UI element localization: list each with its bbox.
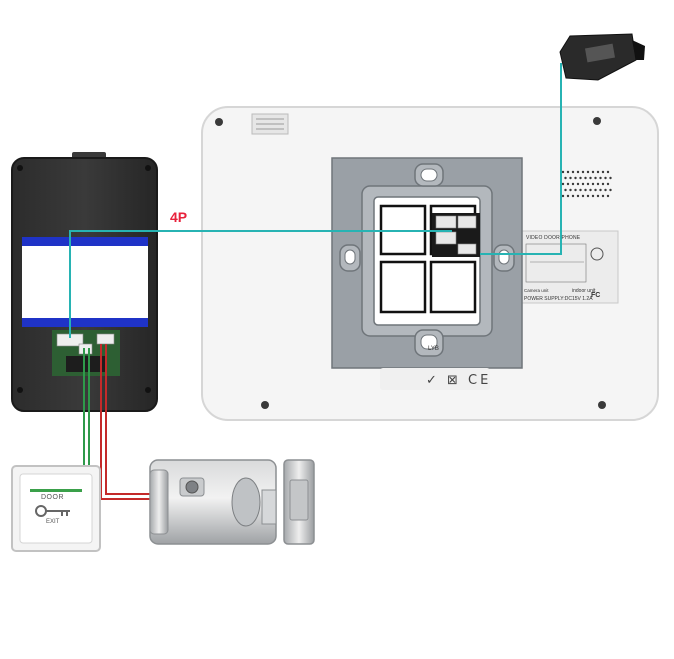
speaker-hole [571,170,575,174]
speaker-hole [561,182,565,186]
speaker-hole [596,170,600,174]
speaker-hole [601,194,605,198]
panel-stripe-bottom [22,318,148,327]
sticker-fc-mark: FC [591,292,601,299]
speaker-hole [606,182,610,186]
wire-label-4p: 4P [170,209,188,225]
speaker-hole [581,182,585,186]
speaker-hole [601,170,605,174]
screw [593,117,601,125]
speaker-hole [601,182,605,186]
screw [598,401,606,409]
mounting-bracket [331,157,523,369]
speaker-hole [576,182,580,186]
lock-wire-2 [105,344,154,495]
speaker-hole [569,176,572,180]
speaker-hole [566,170,570,174]
lock-cylinder [185,480,199,494]
speaker-hole [579,176,582,180]
speaker-hole [586,170,590,174]
speaker-hole [581,194,585,198]
speaker-hole [569,188,572,192]
sticker-camera-unit: Camera unit [524,288,549,293]
speaker-hole [589,176,592,180]
speaker-hole [586,182,590,186]
sticker-indoor-unit: indoor unit [572,288,596,294]
electric-lock [149,459,315,545]
signal-wire-4p [69,230,452,338]
speaker-hole [596,194,600,198]
speaker-hole [591,194,595,198]
speaker-hole [576,194,580,198]
speaker-hole [599,176,602,180]
speaker-hole [609,176,612,180]
speaker-hole [584,188,587,192]
speaker-hole [566,182,570,186]
speaker-hole [599,188,602,192]
speaker-hole [561,194,565,198]
speaker-hole [564,188,567,192]
speaker-hole [574,188,577,192]
speaker-hole [604,188,607,192]
speaker-hole [584,176,587,180]
speaker-hole [604,176,607,180]
speaker-grille [561,170,612,198]
speaker-hole [574,176,577,180]
outdoor-camera-panel [11,152,158,412]
exit-button-label-exit: EXIT [46,519,60,525]
speaker-hole [571,182,575,186]
monitor-spec-sticker [520,230,619,304]
screw [215,118,223,126]
sticker-title: VIDEO DOOR PHONE [526,235,581,241]
speaker-hole [594,176,597,180]
monitor-cert-marks: ✓ ⊠ CE [426,373,492,388]
panel-lock-connector [96,333,115,345]
speaker-hole [596,182,600,186]
exit-button [11,465,101,552]
speaker-hole [609,188,612,192]
exit-button-label-door: DOOR [41,494,64,501]
speaker-hole [586,194,590,198]
panel-label-area [22,237,148,327]
speaker-hole [594,188,597,192]
key-icon [35,505,70,517]
panel-exit-connector [78,343,93,355]
speaker-hole [566,194,570,198]
speaker-hole [591,170,595,174]
speaker-hole [591,182,595,186]
speaker-hole [606,194,610,198]
sticker-power-supply: POWER SUPPLY:DC15V 1.2A [524,296,593,302]
bracket-mark: LYB [428,346,439,352]
screw [261,401,269,409]
power-wire [480,63,562,255]
speaker-hole [589,188,592,192]
speaker-hole [571,194,575,198]
speaker-hole [564,176,567,180]
speaker-hole [561,170,565,174]
monitor-unit [201,106,659,421]
speaker-hole [581,170,585,174]
panel-stripe-top [22,237,148,246]
power-adapter-icon [559,33,645,81]
speaker-hole [606,170,610,174]
speaker-hole [579,188,582,192]
speaker-hole [576,170,580,174]
